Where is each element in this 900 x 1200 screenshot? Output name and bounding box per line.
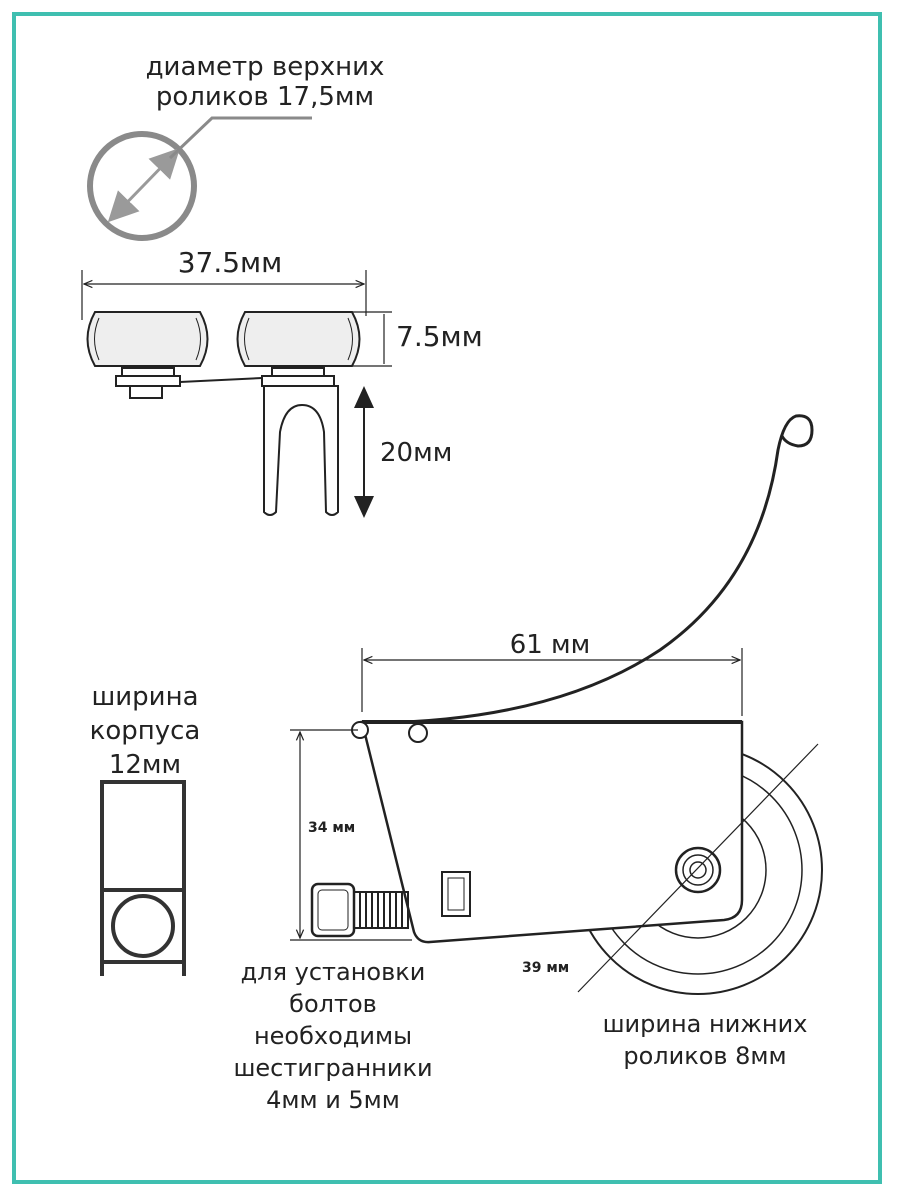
spring-pivot-small (408, 723, 428, 743)
bolts-line5: 4мм и 5мм (266, 1086, 400, 1114)
body-width-label: ширина корпуса 12мм (80, 680, 210, 782)
body-width-line3: 12мм (108, 750, 182, 780)
overall-width-dimension (81, 270, 367, 320)
bracket-height-arrow (354, 386, 374, 518)
roller-height-dimension (352, 311, 392, 367)
axle-bolt (674, 846, 722, 894)
bolts-label: для установки болтов необходимы шестигра… (218, 956, 448, 1116)
body-width-line1: ширина (91, 682, 199, 712)
top-roller-right (236, 311, 361, 367)
adjust-screw (310, 882, 409, 938)
bottom-roller-width-line2: роликов 8мм (623, 1042, 787, 1070)
latch-square (441, 871, 471, 917)
top-roller-left (86, 311, 209, 367)
bolts-line1: для установки (240, 958, 426, 986)
fork-bracket (263, 385, 339, 516)
overall-width-label: 37.5мм (177, 246, 283, 279)
body-length-dimension (361, 648, 743, 716)
bolts-line4: шестигранники (233, 1054, 433, 1082)
border-frame (12, 12, 882, 1184)
body-height-dimension (290, 729, 412, 941)
body-height-label: 34 мм (308, 820, 356, 836)
top-roller-diameter-line1: диаметр верхних (145, 52, 385, 82)
top-roller-diameter-line2: роликов 17,5мм (155, 82, 375, 112)
body-width-line2: корпуса (89, 716, 201, 746)
bolts-line3: необходимы (253, 1022, 413, 1050)
housing-body (360, 720, 744, 944)
diameter-leader-line (168, 116, 312, 160)
roller-height-label: 7.5мм (396, 320, 483, 353)
bracket-height-label: 20мм (380, 438, 453, 468)
top-roller-diameter-label: диаметр верхних роликов 17,5мм (140, 52, 390, 112)
body-cross-section (100, 780, 186, 976)
bolts-line2: болтов (289, 990, 377, 1018)
spring-wire (361, 414, 814, 725)
body-length-label: 61 мм (509, 630, 591, 660)
bottom-roller-diameter-label: 39 мм (522, 960, 570, 976)
bottom-roller-width-label: ширина нижних роликов 8мм (600, 1008, 810, 1072)
wheel-diameter-line (577, 743, 819, 993)
bottom-roller-width-line1: ширина нижних (602, 1010, 808, 1038)
top-roller-circle (87, 131, 197, 241)
